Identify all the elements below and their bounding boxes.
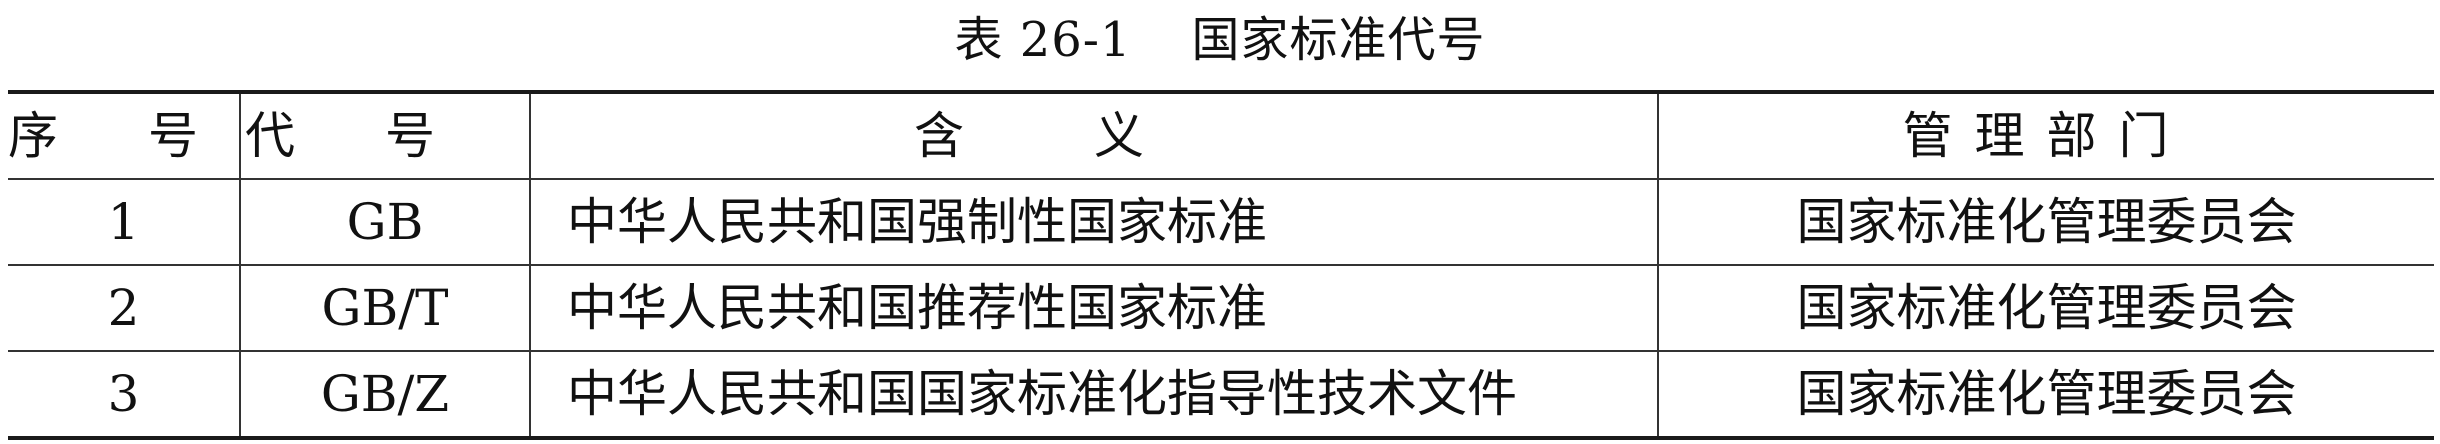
header-code: 代号 xyxy=(239,91,531,180)
table-row: 2 GB/T 中华人民共和国推荐性国家标准 国家标准化管理委员会 xyxy=(8,264,2434,352)
standards-table: 序号 代号 含义 管理部门 1 GB 中华人民共和国强制性国家标准 国家标准化管… xyxy=(8,90,2434,440)
row-seq: 1 xyxy=(8,178,241,266)
row-seq: 2 xyxy=(8,264,241,352)
row-meaning: 中华人民共和国推荐性国家标准 xyxy=(529,264,1659,352)
table-caption-title: 国家标准代号 xyxy=(1191,12,1486,68)
row-code: GB/T xyxy=(239,264,531,352)
header-dept: 管理部门 xyxy=(1657,91,2434,180)
row-dept: 国家标准化管理委员会 xyxy=(1657,350,2434,439)
row-dept: 国家标准化管理委员会 xyxy=(1657,178,2434,266)
header-meaning: 含义 xyxy=(529,91,1659,180)
table-caption-label: 表 26-1 xyxy=(954,12,1132,68)
row-code: GB xyxy=(239,178,531,266)
row-code: GB/Z xyxy=(239,350,531,439)
table-row: 3 GB/Z 中华人民共和国国家标准化指导性技术文件 国家标准化管理委员会 xyxy=(8,350,2434,439)
table-row: 1 GB 中华人民共和国强制性国家标准 国家标准化管理委员会 xyxy=(8,178,2434,266)
row-dept: 国家标准化管理委员会 xyxy=(1657,264,2434,352)
row-meaning: 中华人民共和国国家标准化指导性技术文件 xyxy=(529,350,1659,439)
row-seq: 3 xyxy=(8,350,241,439)
table-caption: 表 26-1 国家标准代号 xyxy=(0,8,2440,72)
header-seq: 序号 xyxy=(8,91,241,180)
row-meaning: 中华人民共和国强制性国家标准 xyxy=(529,178,1659,266)
table-header-row: 序号 代号 含义 管理部门 xyxy=(8,91,2434,180)
